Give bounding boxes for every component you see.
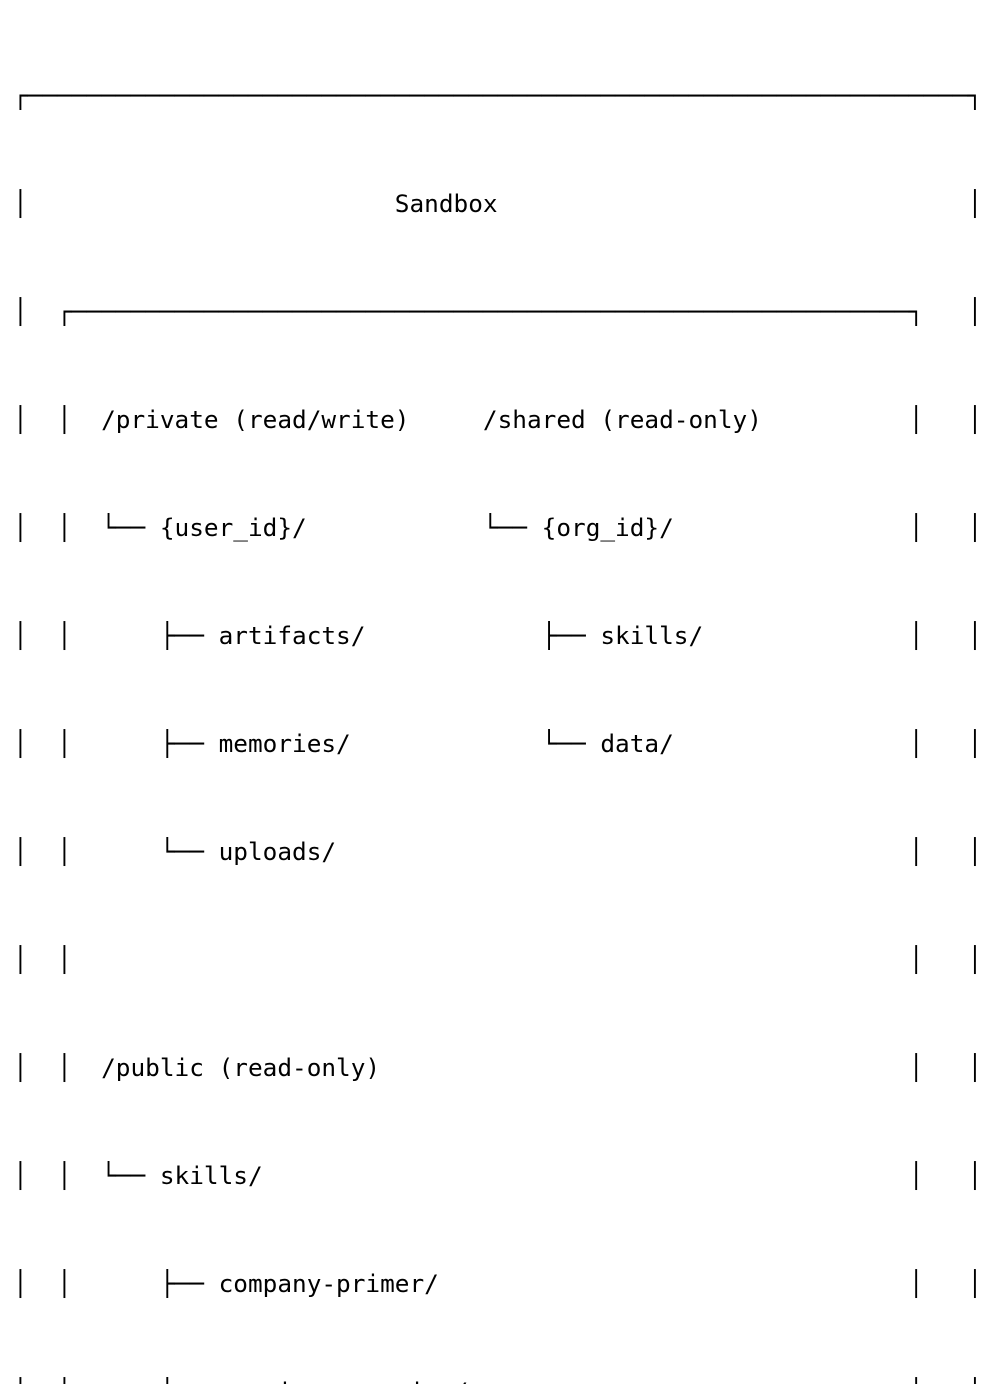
ascii-art: ┌───────────────────────────────────────…	[13, 6, 1004, 1384]
row-userid-orgid: │ │ └── {user_id}/ └── {org_id}/ │ │	[13, 513, 983, 542]
row-public-skills: │ │ └── skills/ │ │	[13, 1161, 983, 1190]
inner-box-top-border: │ ┌─────────────────────────────────────…	[13, 297, 983, 326]
outer-box-top-border: ┌───────────────────────────────────────…	[13, 81, 983, 110]
row-blank-spacer: │ │ │ │	[13, 945, 983, 974]
row-earnings-preview: │ │ ├── earnings-preview/ │ │	[13, 1374, 1004, 1384]
row-artifacts-skills: │ │ ├── artifacts/ ├── skills/ │ │	[13, 621, 983, 650]
sandbox-title-row: │ Sandbox │	[13, 189, 983, 218]
row-private-shared-headers: │ │ /private (read/write) /shared (read-…	[13, 405, 983, 434]
row-company-primer: │ │ ├── company-primer/ │ │	[13, 1269, 983, 1298]
row-public-header: │ │ /public (read-only) │ │	[13, 1053, 983, 1082]
row-memories-data: │ │ ├── memories/ └── data/ │ │	[13, 729, 983, 758]
sandbox-architecture-diagram: ┌───────────────────────────────────────…	[13, 81, 983, 1384]
row-uploads: │ │ └── uploads/ │ │	[13, 837, 983, 866]
